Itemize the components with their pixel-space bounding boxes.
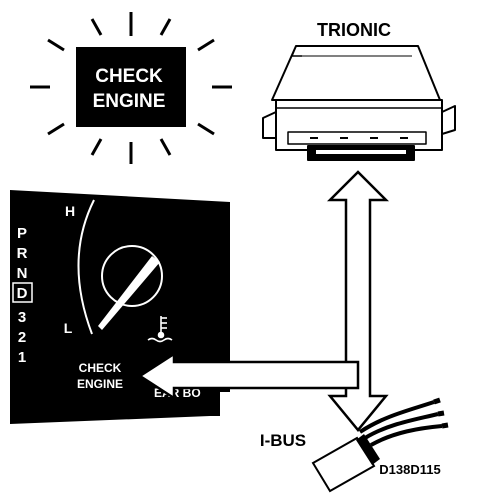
gauge-dial [101,245,163,307]
ibus-connector [311,397,449,493]
ecu-label: TRIONIC [317,20,391,40]
gear-1: 1 [18,349,26,366]
gauge-scale-arc [77,199,95,335]
gear-p: P [17,225,27,242]
lamp-rays [30,12,232,164]
cluster-lamp-line2: ENGINE [77,377,123,391]
gear-n: N [17,265,28,282]
gear-3: 3 [18,309,26,326]
ecu-lid [271,45,441,101]
gauge-high-label: H [65,203,75,219]
ecu-bracket-right [441,105,456,135]
trionic-ecu [262,45,456,161]
cluster-lamp-line1: CHECK [79,361,122,375]
check-engine-lamp: CHECK ENGINE [30,12,232,164]
gauge-low-label: L [64,320,73,336]
coolant-temp-icon [147,316,173,343]
lamp-line2: ENGINE [93,91,166,112]
temperature-gauge: H L [64,199,173,343]
gear-d: D [17,285,28,302]
signal-arrow [137,351,360,401]
bus-arrow [326,170,390,432]
figure-code: D138D115 [379,462,440,477]
lamp-box [76,47,186,127]
gear-r: R [17,245,28,262]
ibus-plug [311,436,376,493]
gear-d-highlight [12,282,33,303]
gear-2: 2 [18,329,26,346]
gauge-needle [98,256,160,330]
ecu-connector [287,131,427,145]
bus-label: I-BUS [260,431,306,450]
ecu-bracket-left [262,111,277,139]
gear-indicator: P R N D 3 2 1 [12,225,33,366]
lamp-line1: CHECK [95,66,163,87]
